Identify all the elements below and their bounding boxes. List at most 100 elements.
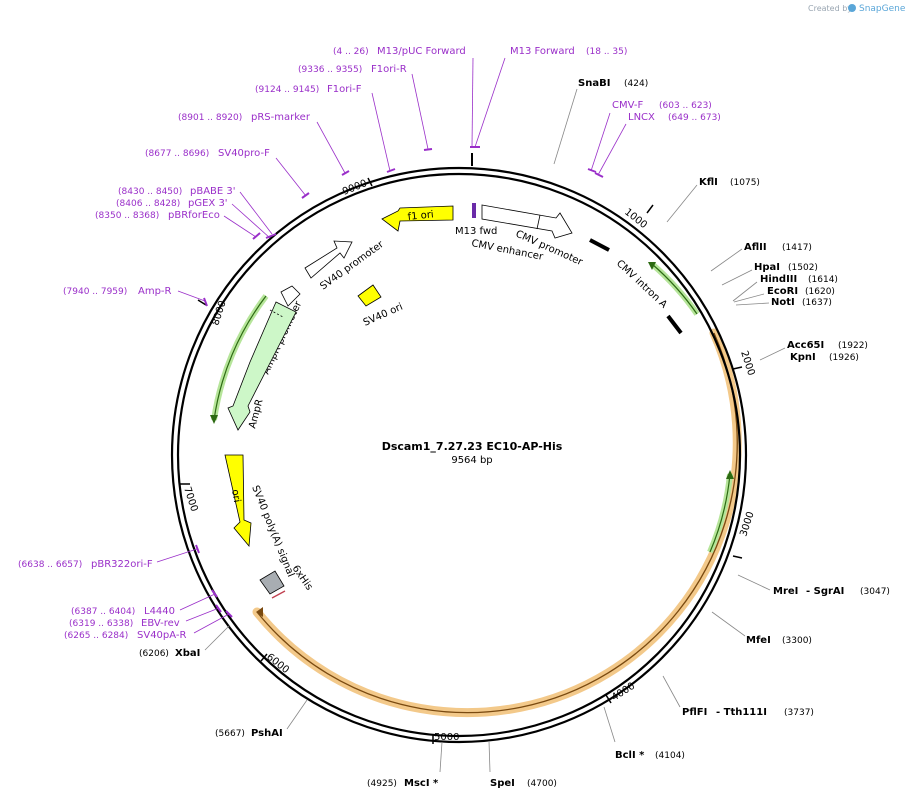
- enzyme-msci-pos: (4925): [367, 779, 397, 789]
- orf-arrowhead: [256, 607, 263, 617]
- primer-ebvrev-line: [185, 607, 220, 622]
- primer-lncx-mark: [594, 172, 604, 178]
- sv40-ori-box: [357, 284, 382, 307]
- cmv-intron-a-end: [666, 314, 683, 335]
- enzyme-snabi: SnaBI: [578, 78, 610, 89]
- mrei-line: [737, 574, 771, 591]
- primer-ebvrev: EBV-rev: [141, 618, 180, 629]
- enzyme-hindiii: HindIII: [760, 274, 797, 285]
- primer-sv40prof-pos: (8677 .. 8696): [145, 149, 209, 159]
- primer-cmvf-pos: (603 .. 623): [659, 101, 712, 111]
- primer-l4440-mark: [211, 589, 218, 598]
- primer-sv40par: SV40pA-R: [137, 630, 186, 641]
- enzyme-ecori: EcoRI: [767, 286, 798, 297]
- enzyme-kpni: KpnI: [790, 352, 816, 363]
- noti-line: [735, 302, 770, 306]
- primer-ampr-pos: (7940 .. 7959): [63, 287, 127, 297]
- ori-label: ori: [229, 489, 242, 504]
- primer-f1orif: F1ori-F: [327, 84, 362, 95]
- ampr-arrow: [227, 301, 297, 431]
- primer-l4440-pos: (6387 .. 6404): [71, 607, 135, 617]
- primer-pbrforeco-line: [223, 215, 257, 238]
- tick-mark-9000: [367, 177, 373, 187]
- enzyme-hpai-pos: (1502): [788, 263, 818, 273]
- sv40-promoter-label: SV40 promoter: [318, 239, 386, 293]
- primer-f1orif-pos: (9124 .. 9145): [255, 85, 319, 95]
- enzyme-xbai: XbaI: [175, 648, 200, 659]
- primer-f1orir-line: [411, 73, 429, 150]
- enzyme-pshai: PshAI: [251, 728, 283, 739]
- primer-sv40par-line: [193, 613, 230, 634]
- tick-label-2000: 2000: [738, 350, 756, 378]
- primer-m13fwd-line: [474, 57, 506, 148]
- snabi-line: [553, 88, 578, 165]
- primer-sv40par-mark: [225, 610, 233, 618]
- sv40-ori-label: SV40 ori: [362, 302, 405, 329]
- orf-arrow-line: [256, 332, 738, 714]
- green-orf-2-arrowhead: [726, 470, 734, 479]
- tick-label-5000: 5000: [434, 732, 459, 743]
- primer-ebvrev-mark: [215, 604, 222, 613]
- primer-cmvf-line: [590, 112, 611, 172]
- primer-f1orif-line: [371, 92, 391, 172]
- snapgene-credit: Created by SnapGene: [808, 4, 906, 14]
- primer-f1orir: F1ori-R: [371, 64, 407, 75]
- tick-mark-1000: [646, 204, 654, 214]
- primer-lncx-pos: (649 .. 673): [668, 113, 721, 123]
- enzyme-bcli: BclI *: [615, 750, 645, 761]
- enzyme-hindiii-pos: (1614): [808, 275, 838, 285]
- kfli-line: [666, 184, 698, 223]
- enzyme-ecori-pos: (1620): [805, 287, 835, 297]
- primer-pbr322orif-pos: (6638 .. 6657): [18, 560, 82, 570]
- cmv-intron-a-start: [589, 238, 610, 252]
- pflfi-line: [662, 675, 681, 708]
- primer-pbr322orif-mark: [195, 544, 200, 554]
- tick-mark-2000: [732, 366, 743, 370]
- backbone-inner-ring: [176, 172, 742, 738]
- primer-l4440-line: [179, 593, 216, 611]
- primer-ampr-mark: [203, 297, 208, 307]
- primer-ebvrev-pos: (6319 .. 6338): [69, 619, 133, 629]
- msci-line: [439, 741, 443, 773]
- sv40-polya-label: SV40 poly(A) signal: [249, 484, 296, 579]
- acc65i-line: [759, 347, 786, 361]
- enzyme-mfei-pos: (3300): [782, 636, 812, 646]
- green-orf-3: [213, 295, 267, 421]
- enzyme-spei-pos: (4700): [527, 779, 557, 789]
- ampr-boundary: [269, 309, 284, 318]
- enzyme-acc65i: Acc65I: [787, 340, 824, 351]
- primer-ampr-line: [177, 290, 206, 302]
- enzyme-pshai-pos: (5667): [215, 729, 245, 739]
- tick-label-6000: 6000: [264, 652, 291, 676]
- primer-prsmarker-pos: (8901 .. 8920): [178, 113, 242, 123]
- tick-mark-8000: [197, 299, 207, 306]
- enzyme-kfli: KflI: [699, 177, 718, 188]
- primer-pgex-line: [231, 203, 271, 239]
- f1-ori-arrow: [381, 205, 454, 232]
- primer-lncx: LNCX: [628, 112, 655, 123]
- primer-m13puc: M13/pUC Forward: [377, 46, 466, 57]
- primer-l4440: L4440: [144, 606, 175, 617]
- primer-f1orir-mark: [423, 148, 433, 151]
- green-orf-3-arrowhead: [210, 415, 218, 424]
- primer-prsmarker: pRS-marker: [251, 112, 311, 123]
- primer-f1orif-mark: [386, 168, 396, 173]
- m13-fwd-label: M13 fwd: [455, 226, 497, 237]
- cmv-intron-a-label: CMV intron A: [614, 258, 669, 311]
- primer-sv40prof: SV40pro-F: [218, 148, 270, 159]
- enzyme-pflfi-pos: (3737): [784, 708, 814, 718]
- primer-f1orir-pos: (9336 .. 9355): [298, 65, 362, 75]
- credit-text: Created by: [808, 4, 852, 13]
- enzyme-kpni-pos: (1926): [829, 353, 859, 363]
- aflii-line: [710, 248, 743, 272]
- spei-line: [488, 740, 491, 773]
- primer-pbabe-pos: (8430 .. 8450): [118, 187, 182, 197]
- primer-m13fwd-pos: (18 .. 35): [586, 47, 627, 57]
- hpai-line: [721, 269, 753, 286]
- tick-mark-4000: [605, 694, 612, 704]
- enzyme-mrei-pos: (3047): [860, 587, 890, 597]
- primer-sv40par-pos: (6265 .. 6284): [64, 631, 128, 641]
- primer-cmvf-mark: [587, 168, 597, 173]
- primer-prsmarker-line: [316, 121, 346, 174]
- primer-sites: (4 .. 26) M13/pUC Forward M13 Forward (1…: [18, 46, 721, 641]
